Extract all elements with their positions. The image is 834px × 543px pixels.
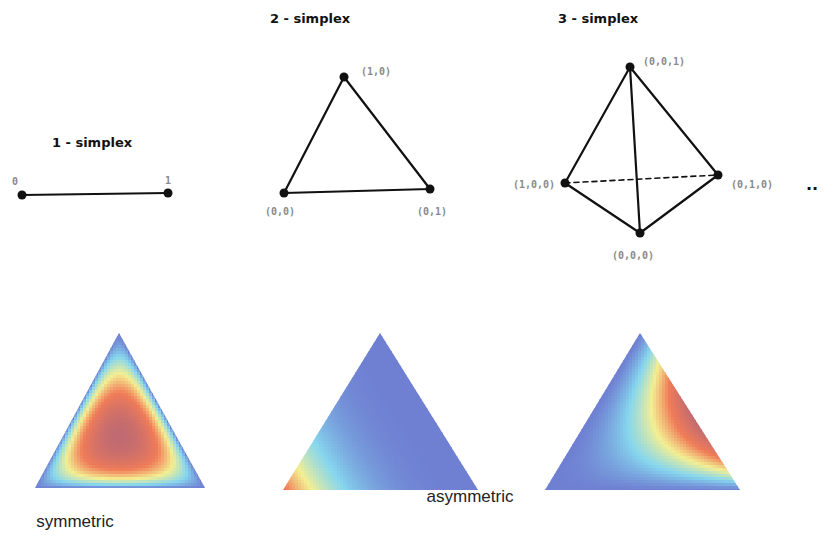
vertex-dot (18, 191, 27, 200)
vertex-dot (280, 189, 289, 198)
vertex-coordinate: (0,0,0) (612, 250, 654, 261)
vertex-label: 0 (12, 176, 18, 187)
tetra-edge (630, 67, 718, 175)
vertex-coordinate: (1,0,0) (513, 179, 555, 190)
vertex-dot (340, 73, 349, 82)
tetra-edge (630, 67, 640, 233)
vertex-label: 1 (165, 175, 171, 186)
simplex-title: 2 - simplex (270, 12, 350, 26)
simplex-title: 3 - simplex (558, 12, 638, 26)
vertex-coordinate: (0,1,0) (731, 179, 773, 190)
vertex-dot (714, 171, 723, 180)
density-triangle (545, 333, 741, 493)
vertex-dot (426, 185, 435, 194)
vertex-dot (164, 189, 173, 198)
vertex-coordinate: (1,0) (361, 66, 391, 77)
simplex-title: 1 - simplex (52, 136, 132, 150)
density-triangle (283, 333, 479, 493)
vertex-coordinate: (0,0,1) (643, 56, 685, 67)
hidden-edge (565, 175, 718, 183)
ellipsis: .. (806, 176, 818, 194)
tetra-edge (565, 67, 630, 183)
vertex-coordinate: (0,0) (265, 206, 295, 217)
vertex-coordinate: (0,1) (417, 206, 447, 217)
density-triangle (35, 333, 207, 490)
tetra-edge (640, 175, 718, 233)
line-segment (22, 193, 168, 195)
vertex-dot (561, 179, 570, 188)
vertex-dot (636, 229, 645, 238)
tetra-edge (565, 183, 640, 233)
caption-label: asymmetric (427, 488, 514, 507)
vertex-dot (626, 63, 635, 72)
caption-label: symmetric (36, 513, 113, 532)
triangle-outline (284, 77, 430, 193)
